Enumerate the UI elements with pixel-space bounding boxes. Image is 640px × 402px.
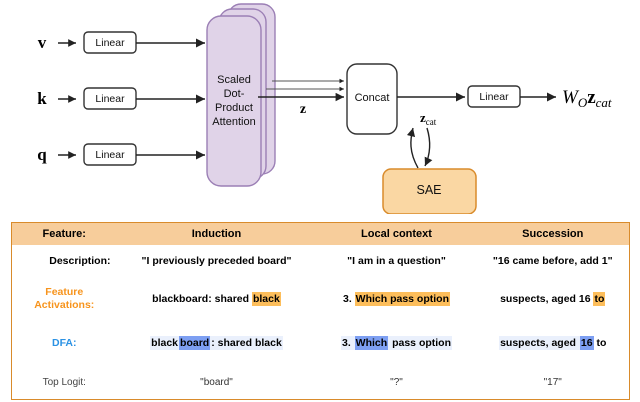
concat-box: Concat — [346, 63, 398, 135]
sae-label: SAE — [416, 183, 441, 197]
dfa-local-light-after: pass option — [388, 336, 453, 350]
attention-label-line-3: Product — [215, 102, 253, 114]
top-logit-local-context: "?" — [390, 376, 403, 388]
dfa-succession-strong: 16 — [579, 336, 594, 350]
attention-label-line-1: Scaled — [217, 74, 251, 86]
table-row-description: Description: "I previously preceded boar… — [12, 245, 630, 277]
attention-to-concat-arrows: z — [258, 78, 345, 117]
attention-label-line-2: Dot- — [224, 88, 245, 100]
linear-box-label-q: Linear — [95, 149, 125, 161]
activations-succession-plain: suspects, aged 16 — [500, 293, 594, 305]
row-label-dfa: DFA: — [52, 337, 77, 349]
dfa-succession-light-before: suspects, aged — [499, 336, 580, 350]
activations-induction-highlight: black — [251, 292, 281, 306]
activations-induction-plain: blackboard: shared — [152, 293, 252, 305]
header-local-context: Local context — [361, 228, 432, 240]
activations-local-plain: 3. — [342, 293, 355, 305]
description-local-context: "I am in a question" — [347, 255, 446, 267]
z-label: z — [300, 102, 306, 117]
scaled-dot-product-attention-stack: Scaled Dot- Product Attention — [206, 3, 276, 187]
attention-label-line-4: Attention — [212, 116, 255, 128]
activations-local-highlight: Which pass option — [354, 292, 451, 306]
table-row-feature-activations: Feature Activations: blackboard: shared … — [12, 277, 630, 321]
svg-text:zcat: zcat — [420, 110, 437, 127]
dfa-local-context: 3. Which pass option — [317, 321, 477, 365]
input-symbol-v: v — [38, 33, 47, 52]
concat-label: Concat — [355, 92, 390, 104]
description-induction: "I previously preceded board" — [141, 255, 292, 267]
output-linear-label: Linear — [479, 91, 509, 103]
description-succession: "16 came before, add 1" — [492, 255, 613, 267]
input-row-v: v Linear — [38, 31, 205, 54]
linear-box-label-k: Linear — [95, 93, 125, 105]
dfa-induction-light-before: black — [150, 336, 180, 350]
row-label-top-logit: Top Logit: — [42, 376, 86, 388]
input-symbol-k: k — [37, 89, 47, 108]
output-formula: WOzcat — [562, 87, 612, 110]
dfa-succession: suspects, aged 16 to — [477, 321, 630, 365]
input-symbol-q: q — [37, 145, 47, 164]
table-row-top-logit: Top Logit: "board" "?" "17" — [12, 365, 630, 400]
activations-local-context: 3. Which pass option — [317, 277, 477, 321]
dfa-induction-strong: board — [179, 336, 211, 350]
input-row-q: q Linear — [37, 143, 205, 166]
feature-comparison-table: Feature: Induction Local context Success… — [11, 222, 630, 400]
output-linear-box: Linear — [467, 85, 521, 108]
dfa-local-light-before: 3. — [340, 336, 355, 350]
row-label-feature-activations: Feature Activations: — [12, 277, 117, 321]
activations-succession: suspects, aged 16 to — [477, 277, 630, 321]
dfa-induction-light-after: : shared black — [210, 336, 283, 350]
activations-induction: blackboard: shared black — [117, 277, 317, 321]
row-label-feature-activations-line1: Feature — [45, 285, 84, 298]
zcat-label: zcat — [420, 110, 437, 127]
activations-succession-highlight: to — [593, 292, 606, 306]
table-header-row: Feature: Induction Local context Success… — [11, 222, 630, 245]
top-logit-induction: "board" — [200, 376, 233, 388]
sae-box: SAE — [382, 168, 477, 214]
input-row-k: k Linear — [37, 87, 205, 110]
dfa-local-strong: Which — [354, 336, 389, 350]
sae-bidirectional-arrows — [406, 127, 433, 169]
row-label-description: Description: — [49, 255, 111, 267]
row-label-feature-activations-line2: Activations: — [34, 299, 95, 311]
header-succession: Succession — [522, 228, 584, 240]
attention-sae-diagram: Scaled Dot- Product Attention v Linear k… — [37, 3, 612, 214]
top-logit-succession: "17" — [543, 376, 562, 388]
header-feature: Feature: — [42, 228, 86, 240]
dfa-succession-plain-after: to — [593, 337, 607, 349]
linear-box-label-v: Linear — [95, 37, 125, 49]
header-induction: Induction — [191, 228, 242, 240]
